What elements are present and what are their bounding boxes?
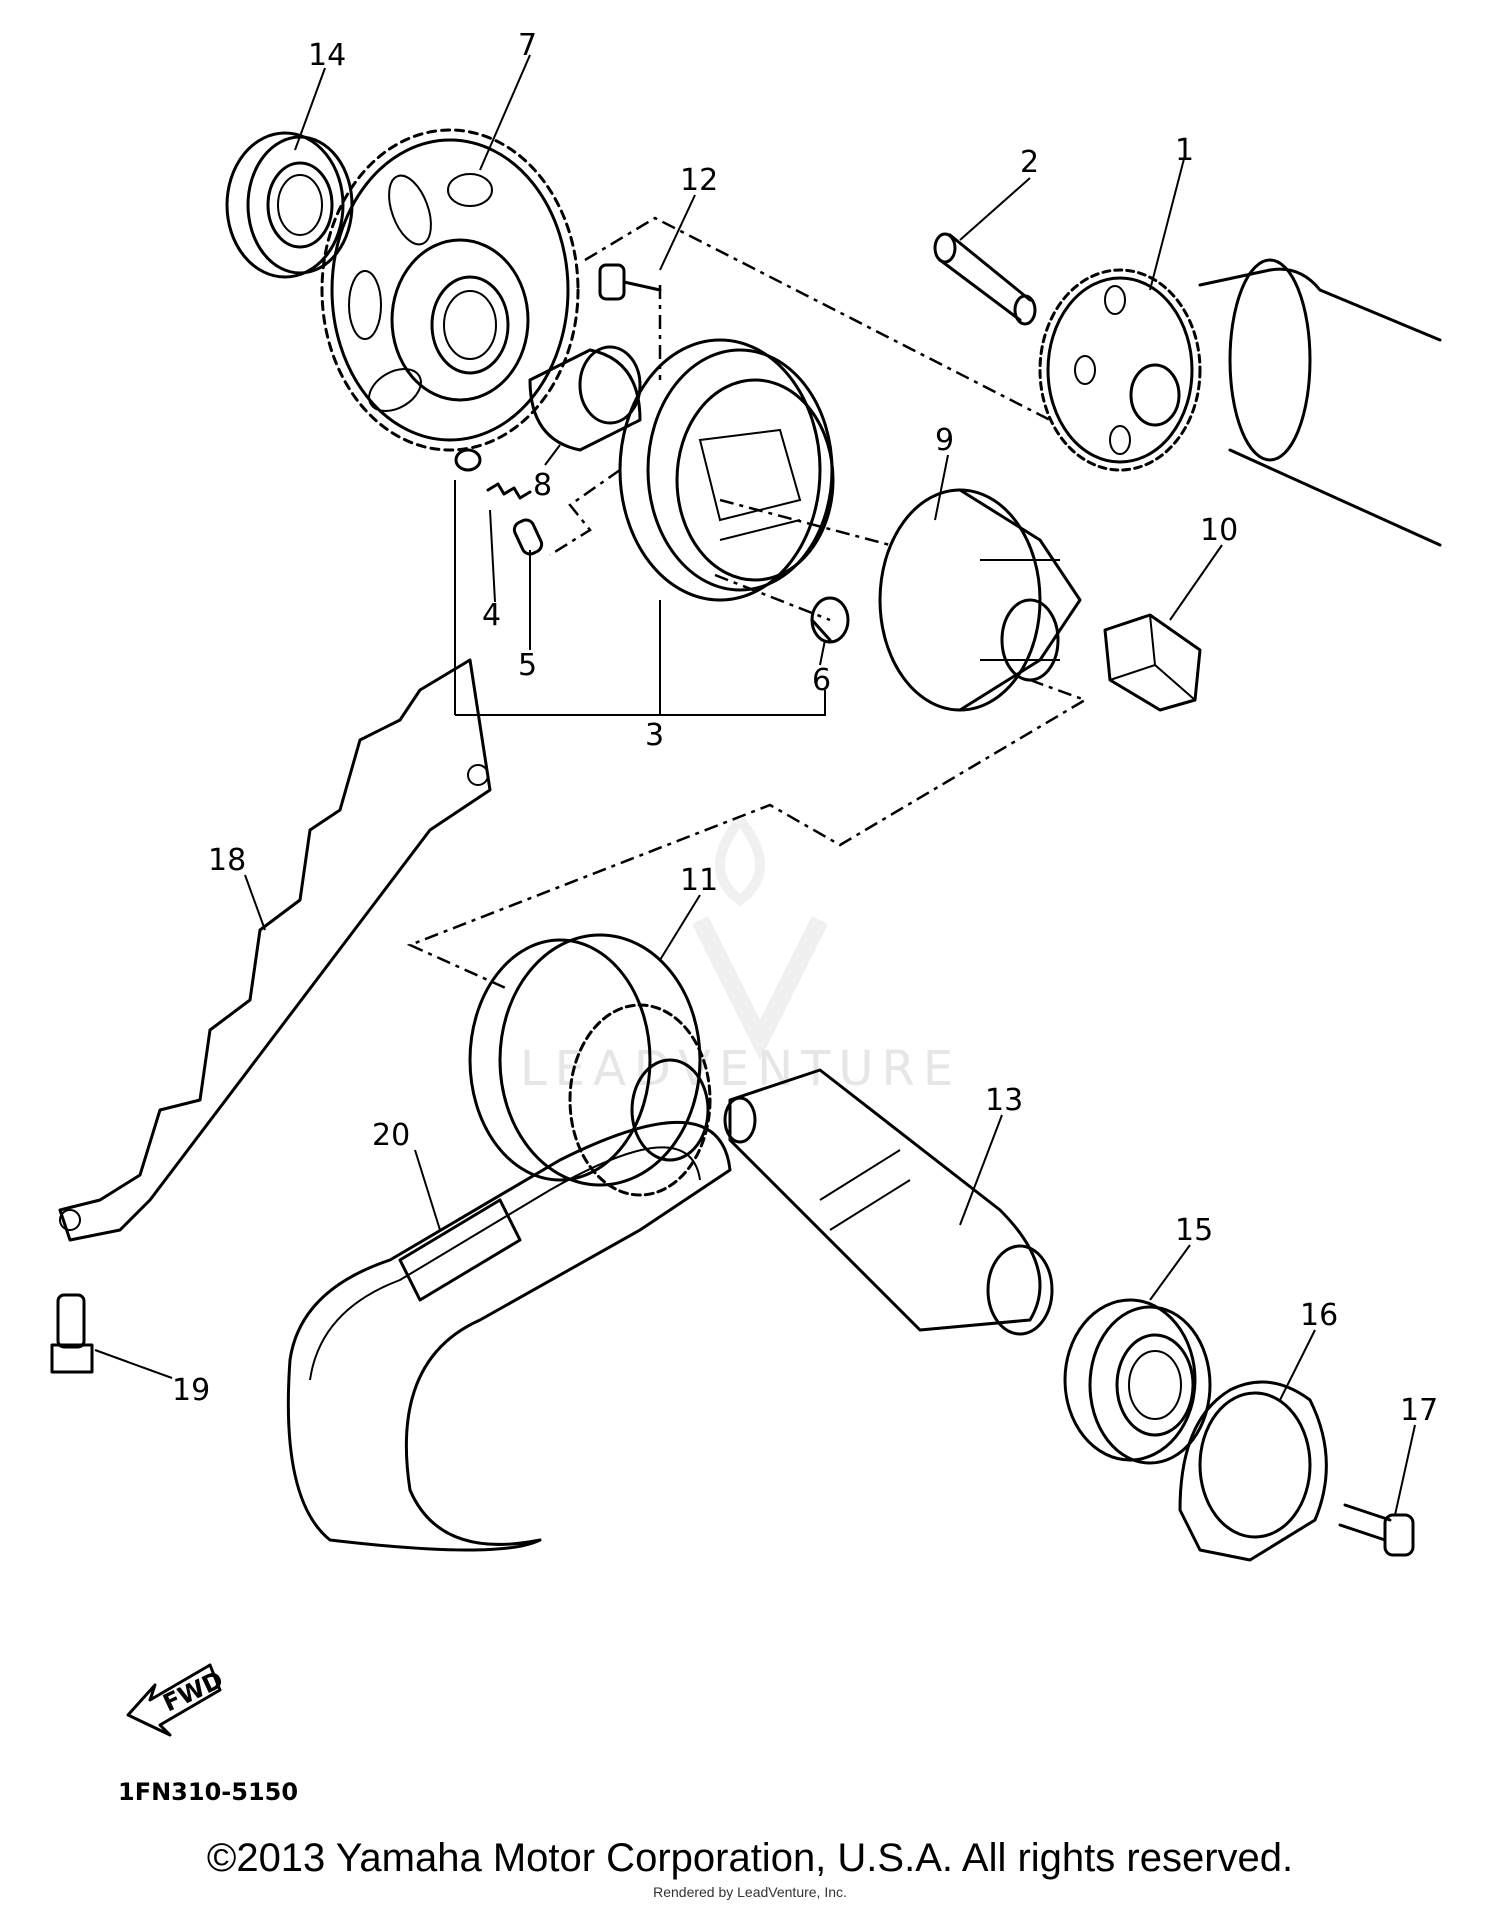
part-16-plate bbox=[1178, 1380, 1328, 1562]
label-part-16: 16 bbox=[1300, 1298, 1338, 1333]
starter-motor bbox=[1198, 258, 1442, 547]
label-part-18: 18 bbox=[208, 843, 246, 878]
part-14-bearing bbox=[225, 131, 354, 279]
part-9-clutch-boss bbox=[878, 488, 1082, 712]
assembly-outline bbox=[406, 216, 1088, 992]
label-part-4: 4 bbox=[482, 598, 501, 633]
label-part-19: 19 bbox=[172, 1373, 210, 1408]
part-7-gear bbox=[320, 128, 580, 452]
part-20-chain bbox=[286, 1121, 732, 1552]
watermark-logo bbox=[691, 816, 829, 1061]
part-6-roller bbox=[810, 596, 850, 644]
label-part-2: 2 bbox=[1020, 145, 1039, 180]
part-11-sprocket bbox=[468, 933, 712, 1197]
part-13-shaft bbox=[723, 1068, 1054, 1336]
part-1-gear bbox=[1038, 268, 1202, 472]
label-part-13: 13 bbox=[985, 1083, 1023, 1118]
label-part-10: 10 bbox=[1200, 513, 1238, 548]
part-17-screw bbox=[1338, 1503, 1415, 1557]
label-part-5: 5 bbox=[518, 648, 537, 683]
label-part-17: 17 bbox=[1400, 1393, 1438, 1428]
label-part-15: 15 bbox=[1175, 1213, 1213, 1248]
label-part-20: 20 bbox=[372, 1118, 410, 1153]
part-8-collar bbox=[528, 345, 642, 452]
part-15-bearing bbox=[1063, 1298, 1212, 1465]
watermark-text: LEADVENTURE bbox=[520, 1041, 961, 1097]
part-19-bolt bbox=[50, 1293, 94, 1374]
leader-lines bbox=[94, 54, 1416, 1516]
label-part-7: 7 bbox=[518, 28, 537, 63]
part-2-shaft bbox=[933, 232, 1037, 326]
rendered-by-text: Rendered by LeadVenture, Inc. bbox=[653, 1884, 847, 1900]
part-4-5-spring-plunger bbox=[454, 448, 544, 556]
diagram-code: 1FN310-5150 bbox=[118, 1778, 298, 1806]
part-3-clutch-housing bbox=[618, 338, 835, 602]
label-part-1: 1 bbox=[1175, 133, 1194, 168]
part-labels: 1 2 3 4 5 6 7 8 9 10 11 12 13 14 15 16 1… bbox=[172, 28, 1438, 1428]
fwd-arrow-icon bbox=[126, 1663, 222, 1737]
copyright-text: ©2013 Yamaha Motor Corporation, U.S.A. A… bbox=[206, 1836, 1294, 1880]
label-part-8: 8 bbox=[533, 468, 552, 503]
label-part-11: 11 bbox=[680, 863, 718, 898]
label-part-6: 6 bbox=[812, 663, 831, 698]
label-part-9: 9 bbox=[935, 423, 954, 458]
label-part-3: 3 bbox=[645, 718, 664, 753]
label-part-14: 14 bbox=[308, 38, 346, 73]
part-18-chain-guide bbox=[58, 658, 492, 1242]
part-10-block bbox=[1103, 613, 1202, 712]
part-12-bolt bbox=[598, 263, 662, 301]
label-part-12: 12 bbox=[680, 163, 718, 198]
